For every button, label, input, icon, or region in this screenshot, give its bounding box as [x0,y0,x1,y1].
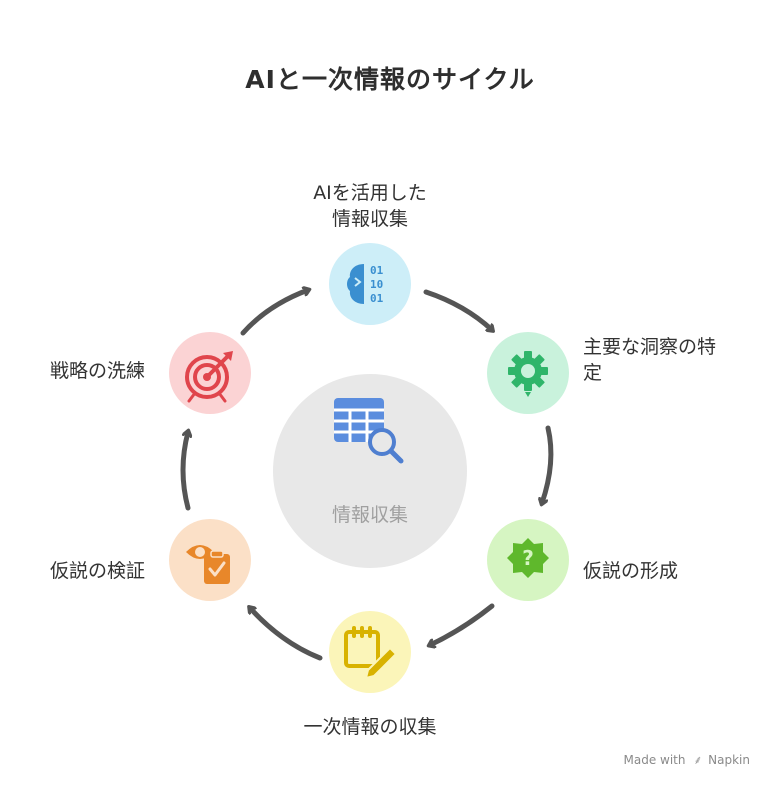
arrow-2 [542,425,554,503]
diagram-title: AIと一次情報のサイクル [245,65,535,94]
table-search-icon [334,398,404,464]
footer-credit: Made with ⸙ Napkin [624,751,751,768]
svg-text:?: ? [522,546,534,570]
notepad-pencil-icon [344,626,398,680]
arrow-5 [180,432,188,511]
label-primary-collection: 一次情報の収集 [303,716,437,738]
svg-text:10: 10 [370,278,383,291]
napkin-logo-icon: ⸙ [693,753,703,767]
svg-text:01: 01 [370,292,384,305]
arrow-4 [250,608,323,661]
center-label: 情報収集 [331,504,408,526]
eye-clipboard-icon [186,545,230,584]
gear-bulb-icon [508,351,548,397]
brain-binary-icon: 01 10 01 [347,264,384,305]
footer-brand: Napkin [708,753,750,767]
footer-prefix: Made with [623,753,686,767]
label-ai-collection: AIを活用した 情報収集 [313,182,427,230]
label-strategy: 戦略の洗練 [50,360,146,382]
svg-text:01: 01 [370,264,384,277]
arrow-6 [240,290,308,336]
arrow-1 [423,289,492,330]
node-circle-primary-collection [329,611,411,693]
label-hypothesis-verify: 仮説の検証 [50,560,146,582]
target-arrow-icon [185,351,233,403]
center-circle [273,374,467,568]
label-insights: 主要な洞察の特 定 [583,336,717,384]
label-hypothesis-form: 仮説の形成 [583,560,679,582]
question-badge-icon: ? [507,538,549,578]
arrow-3 [430,603,495,645]
node-circle-ai-collection [329,243,411,325]
